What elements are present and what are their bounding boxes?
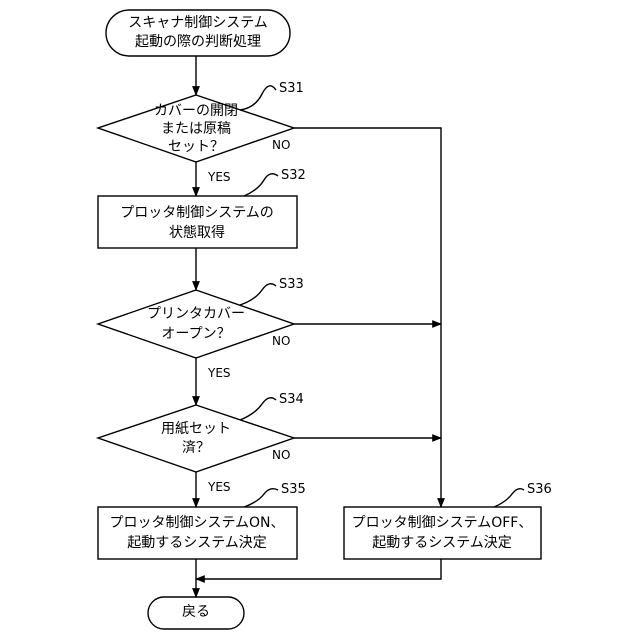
s34-label-line2: 済？ bbox=[182, 439, 210, 458]
connector-s36-return bbox=[196, 559, 441, 579]
s35-label-line1: プロッタ制御システムON、 bbox=[109, 514, 284, 533]
s31-label-line1: カバーの開閉 bbox=[154, 102, 238, 121]
s31-yes-label: YES bbox=[208, 170, 231, 184]
s32-label-line1: プロッタ制御システムの bbox=[120, 204, 274, 223]
s36-label-line1: プロッタ制御システムOFF、 bbox=[352, 514, 533, 533]
step-id-s33: S33 bbox=[279, 277, 304, 292]
s34-yes-label: YES bbox=[208, 480, 231, 494]
s31-label-line3: セット？ bbox=[168, 138, 224, 157]
s31-no-label: NO bbox=[272, 138, 290, 152]
s31-label-line2: または原稿 bbox=[161, 120, 231, 139]
start-label-line1: スキャナ制御システム bbox=[128, 14, 268, 33]
leader-s34 bbox=[240, 398, 276, 420]
leader-s33 bbox=[240, 284, 276, 305]
step-id-s36: S36 bbox=[527, 482, 552, 497]
end-label: 戻る bbox=[182, 603, 210, 622]
s36-label-line2: 起動するシステム決定 bbox=[372, 534, 512, 553]
leader-s35 bbox=[244, 489, 278, 507]
connector-s31-no bbox=[294, 128, 441, 507]
s32-label-line2: 状態取得 bbox=[169, 224, 225, 243]
decision-s33 bbox=[98, 290, 294, 358]
leader-s31 bbox=[240, 86, 276, 110]
s33-no-label: NO bbox=[272, 334, 290, 348]
leader-s32 bbox=[244, 174, 278, 196]
step-id-s35: S35 bbox=[281, 482, 306, 497]
leader-s36 bbox=[494, 489, 524, 507]
step-id-s32: S32 bbox=[281, 168, 306, 183]
step-id-s31: S31 bbox=[279, 81, 304, 96]
s33-label-line2: オープン？ bbox=[161, 325, 230, 344]
s35-label-line2: 起動するシステム決定 bbox=[127, 534, 267, 553]
s33-label-line1: プリンタカバー bbox=[147, 305, 245, 324]
s34-label-line1: 用紙セット bbox=[161, 420, 231, 439]
s33-yes-label: YES bbox=[208, 366, 231, 380]
step-id-s34: S34 bbox=[279, 392, 304, 407]
start-label-line2: 起動の際の判断処理 bbox=[135, 33, 261, 52]
s34-no-label: NO bbox=[272, 448, 290, 462]
